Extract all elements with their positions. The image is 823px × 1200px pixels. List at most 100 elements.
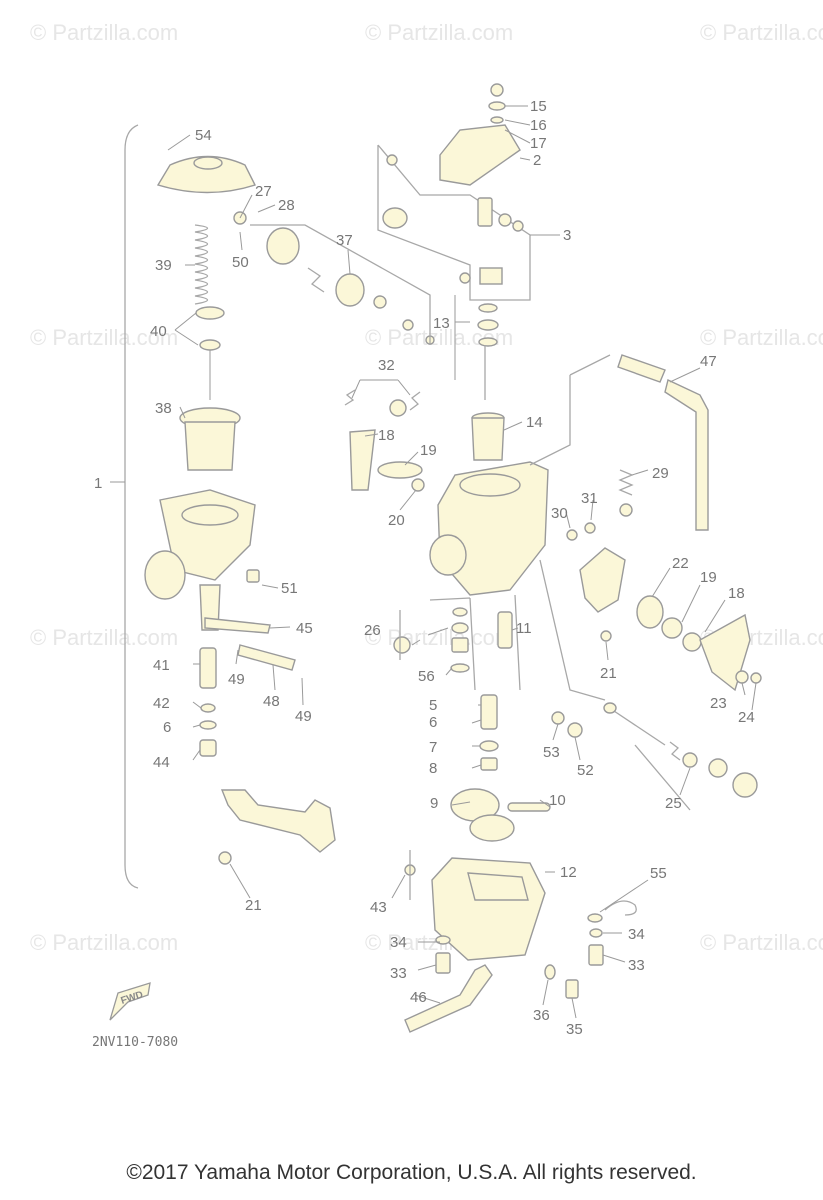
callout-39: 39 [155,257,172,274]
callout-41: 41 [153,657,170,674]
callout-34-right: 34 [628,926,645,943]
leader-lines [167,105,757,1019]
callout-30: 30 [551,505,568,522]
callout-35: 35 [566,1021,583,1038]
copyright-notice: ©2017 Yamaha Motor Corporation, U.S.A. A… [126,1161,697,1184]
callout-55: 55 [650,865,667,882]
callout-26: 26 [364,622,381,639]
watermark: © Partzilla.com [30,930,178,955]
watermark: © Partzilla.com [30,20,178,45]
watermark: © Partzilla.com [365,625,513,650]
callout-45: 45 [296,620,313,637]
watermark: © Partzilla.com [30,325,178,350]
callout-labels: 1 2 3 5 6 6 7 8 9 10 11 12 13 14 15 16 1… [94,98,755,1038]
part-seal-40 [195,306,225,400]
assembly-outline [377,144,531,301]
callout-6-left: 6 [163,719,171,736]
callout-7: 7 [429,739,437,756]
callout-31: 31 [581,490,598,507]
callout-49-left: 49 [228,671,245,688]
part-spring-29 [618,469,634,517]
part-carburetor-body-left [144,489,256,631]
callout-29: 29 [652,465,669,482]
watermark: © Partzilla.com [365,20,513,45]
part-slide-14 [471,412,505,461]
callout-24: 24 [738,709,755,726]
assembly-outline [539,559,691,811]
callout-9: 9 [430,795,438,812]
callout-54: 54 [195,127,212,144]
part-carburetor-body-main [429,461,549,596]
watermark: © Partzilla.com [30,625,178,650]
assembly-bracket [124,124,139,889]
callout-12: 12 [560,864,577,881]
callout-6-center: 6 [429,714,437,731]
part-pulley-22 [636,595,762,692]
part-diaphragm-38 [179,407,241,471]
callout-20: 20 [388,512,405,529]
callout-17: 17 [530,135,547,152]
callout-1: 1 [94,475,102,492]
callout-16: 16 [530,117,547,134]
part-bracket-21 [218,789,336,865]
part-clip-55 [604,900,637,916]
callout-18-right: 18 [728,585,745,602]
callout-5: 5 [429,697,437,714]
callout-50: 50 [232,254,249,271]
part-plunger-28-37 [233,211,435,345]
callout-47: 47 [700,353,717,370]
part-screw-51 [246,569,260,583]
callout-44: 44 [153,754,170,771]
callout-11: 11 [516,620,532,637]
callout-40: 40 [150,323,167,340]
callout-46: 46 [410,989,427,1006]
watermark: © Partzilla.com [700,325,823,350]
callout-51: 51 [281,580,298,597]
part-nozzle-41 [199,647,217,757]
part-float-9 [450,788,551,842]
callout-32: 32 [378,357,395,374]
callout-25: 25 [665,795,682,812]
callout-13: 13 [433,315,450,332]
callout-28: 28 [278,197,295,214]
callout-18-left: 18 [378,427,395,444]
callout-33-right: 33 [628,957,645,974]
callout-3: 3 [563,227,571,244]
callout-56: 56 [418,668,435,685]
callout-19-left: 19 [420,442,437,459]
callout-21-right: 21 [600,665,617,682]
watermark: © Partzilla.com [700,20,823,45]
assembly-outline [399,594,521,691]
callout-27: 27 [255,183,272,200]
part-screws-52-53 [551,711,583,738]
callout-49-right: 49 [295,708,312,725]
callout-19-right: 19 [700,569,717,586]
part-pipe-48 [237,644,296,671]
part-spring-39 [194,224,209,305]
assembly-outline [529,354,611,466]
callout-36: 36 [533,1007,550,1024]
callout-43: 43 [370,899,387,916]
callout-48: 48 [263,693,280,710]
part-linkage-30-31 [566,522,626,613]
assembly-outline [250,224,431,345]
callout-42: 42 [153,695,170,712]
callout-33-left: 33 [390,965,407,982]
callout-14: 14 [526,414,543,431]
watermark: © Partzilla.com [700,930,823,955]
part-top-cover-2 [439,83,521,186]
callout-23: 23 [710,695,727,712]
part-needle-13 [454,295,499,400]
part-throttle-linkage-3 [382,154,524,285]
part-screw-21-right [600,630,612,642]
callout-52: 52 [577,762,594,779]
part-pipe-45 [204,617,271,634]
callout-37: 37 [336,232,353,249]
callout-21-left: 21 [245,897,262,914]
callout-34-left: 34 [390,934,407,951]
part-pilot-screw-25 [603,702,758,798]
callout-53: 53 [543,744,560,761]
callout-2: 2 [533,152,541,169]
fwd-arrow-icon: FWD [109,982,151,1021]
